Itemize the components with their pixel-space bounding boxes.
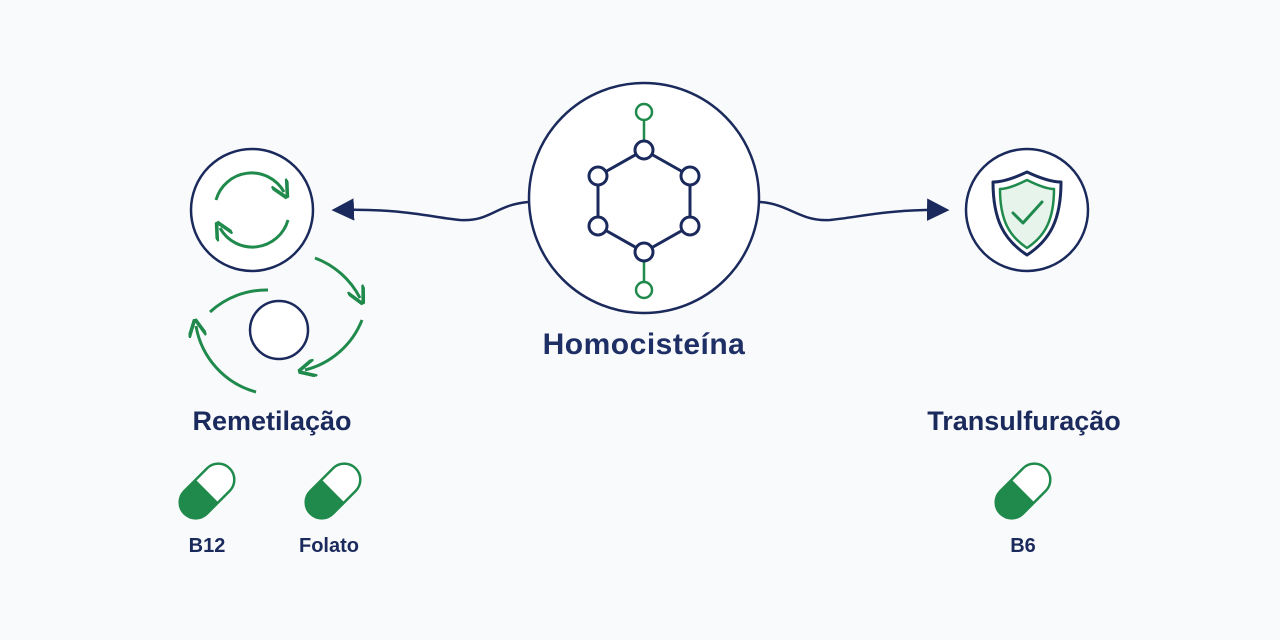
vitamin-b6-label: B6 xyxy=(1010,535,1036,557)
cycle-arrows-icon xyxy=(189,147,315,273)
remethylation-label: Remetilação xyxy=(192,406,352,436)
shield-check-icon xyxy=(964,147,1090,273)
transsulfuration-label: Transulfuração xyxy=(927,406,1121,436)
center-label: Homocisteína xyxy=(542,328,746,361)
recycle-loop-icon xyxy=(196,256,362,394)
vitamin-b12-label: B12 xyxy=(188,535,226,557)
capsule-icon xyxy=(989,457,1057,525)
capsule-icon xyxy=(173,457,241,525)
molecule-icon xyxy=(527,81,761,315)
arrow-to-remethylation xyxy=(331,198,529,222)
arrow-to-transsulfuration xyxy=(759,198,950,222)
capsule-icon xyxy=(299,457,367,525)
vitamin-folato-label: Folato xyxy=(299,535,359,557)
